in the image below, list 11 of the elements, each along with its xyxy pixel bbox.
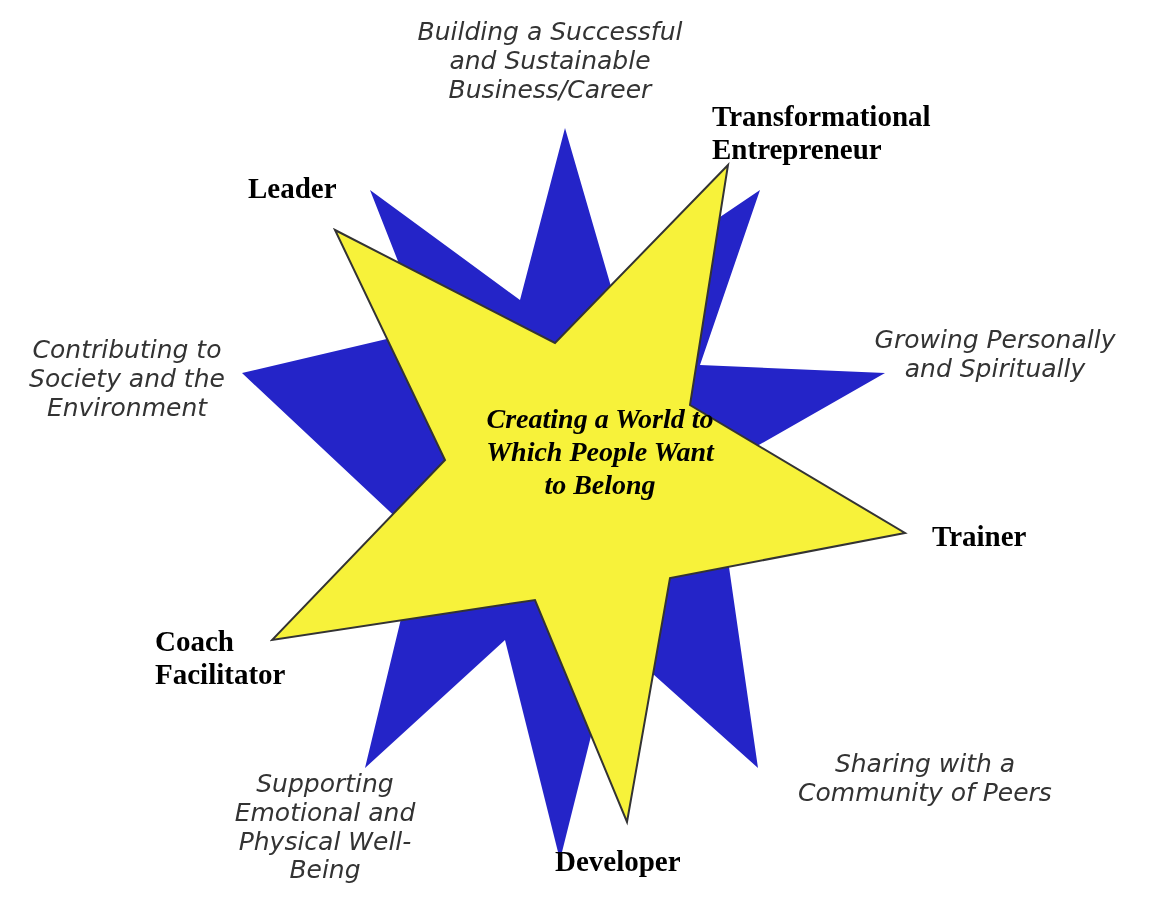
role-label: Coach Facilitator xyxy=(155,625,287,692)
theme-label: Building a Successful and Sustainable Business/Career xyxy=(416,18,684,105)
theme-label: Growing Personally and Spiritually xyxy=(873,326,1117,384)
theme-label: Contributing to Society and the Environment xyxy=(28,336,226,423)
role-label: Leader xyxy=(248,172,338,206)
theme-label: Sharing with a Community of Peers xyxy=(797,750,1053,808)
center-text: Creating a World to Which People Want to Belong xyxy=(485,402,716,502)
theme-label: Supporting Emotional and Physical Well-Being xyxy=(233,770,417,885)
role-label: Transformational Entrepreneur xyxy=(712,100,932,167)
role-label: Developer xyxy=(555,845,682,879)
role-label: Trainer xyxy=(932,520,1028,554)
